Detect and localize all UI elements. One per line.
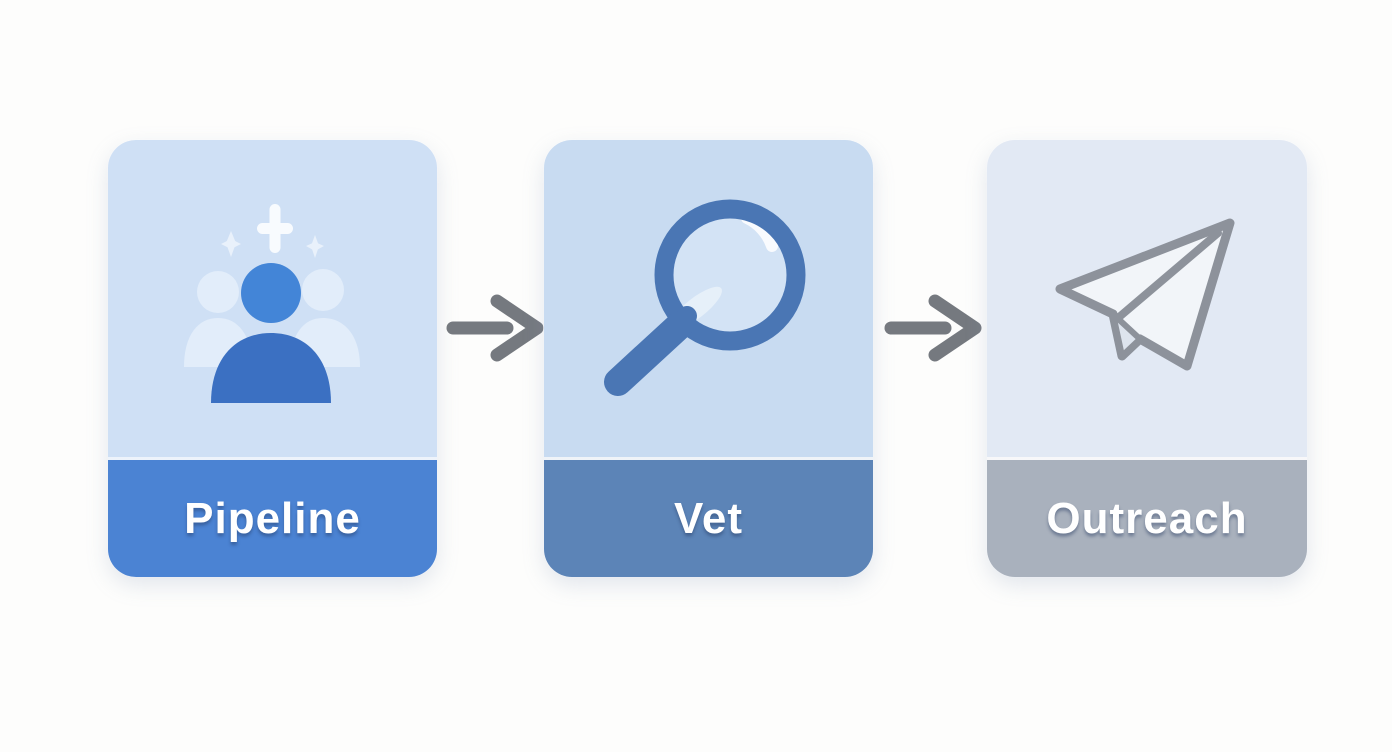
outreach-label-bar: Outreach bbox=[987, 457, 1307, 577]
outreach-label: Outreach bbox=[1046, 493, 1248, 543]
pipeline-label-bar: Pipeline bbox=[108, 457, 437, 577]
vet-label: Vet bbox=[673, 493, 744, 543]
arrow-right-icon bbox=[884, 294, 982, 362]
pipeline-card-body bbox=[108, 140, 437, 457]
magnifier-icon bbox=[604, 199, 806, 396]
people-add-icon bbox=[184, 204, 360, 403]
step-card-vet: Vet bbox=[544, 140, 873, 577]
vet-card-body bbox=[544, 140, 873, 457]
outreach-card-body bbox=[987, 140, 1307, 457]
step-card-pipeline: Pipeline bbox=[108, 140, 437, 577]
step-card-outreach: Outreach bbox=[987, 140, 1307, 577]
vet-label-bar: Vet bbox=[544, 457, 873, 577]
paper-plane-icon bbox=[1055, 218, 1235, 371]
arrow-right-icon bbox=[446, 294, 544, 362]
pipeline-label: Pipeline bbox=[184, 493, 361, 543]
